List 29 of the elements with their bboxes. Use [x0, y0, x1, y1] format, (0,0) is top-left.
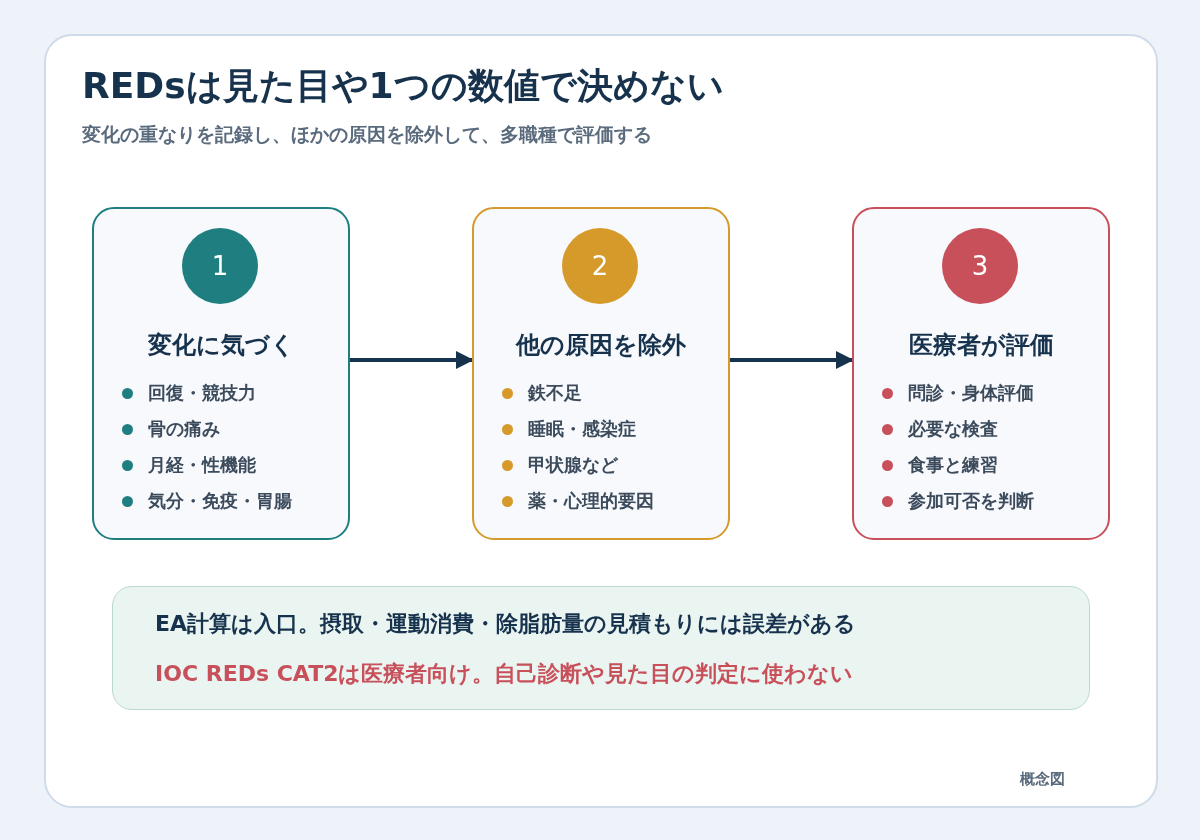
list-item: 睡眠・感染症 [498, 417, 636, 441]
list-item: 鉄不足 [498, 381, 582, 405]
list-item: 参加可否を判断 [878, 489, 1034, 513]
step-heading: 医療者が評価 [907, 330, 1055, 361]
list-item: 甲状腺など [498, 453, 618, 477]
step-number: 1 [182, 228, 258, 304]
step-heading: 他の原因を除外 [514, 330, 687, 361]
list-item: 食事と練習 [878, 453, 998, 477]
step-heading: 変化に気づく [146, 330, 296, 361]
list-item: 回復・競技力 [118, 381, 256, 405]
step-number: 3 [942, 228, 1018, 304]
note-text: EA計算は入口。摂取・運動消費・除脂肪量の見積もりには誤差がある [155, 610, 857, 638]
step-number: 2 [562, 228, 638, 304]
list-item: 問診・身体評価 [878, 381, 1034, 405]
note-text: IOC REDs CAT2は医療者向け。自己診断や見た目の判定に使わない [155, 660, 854, 688]
list-item: 薬・心理的要因 [498, 489, 654, 513]
title: REDsは見た目や1つの数値で決めない [82, 64, 724, 108]
step-card [852, 207, 1110, 540]
arrow [350, 351, 474, 369]
list-item: 必要な検査 [878, 417, 998, 441]
list-item: 気分・免疫・胃腸 [118, 489, 292, 513]
list-item: 月経・性機能 [118, 453, 256, 477]
list-item: 骨の痛み [118, 417, 220, 441]
note-box [112, 586, 1090, 710]
step-card [472, 207, 730, 540]
step-card [92, 207, 350, 540]
subtitle: 変化の重なりを記録し、ほかの原因を除外して、多職種で評価する [82, 122, 652, 147]
arrow [730, 351, 854, 369]
footer-note: 概念図 [1020, 770, 1065, 789]
